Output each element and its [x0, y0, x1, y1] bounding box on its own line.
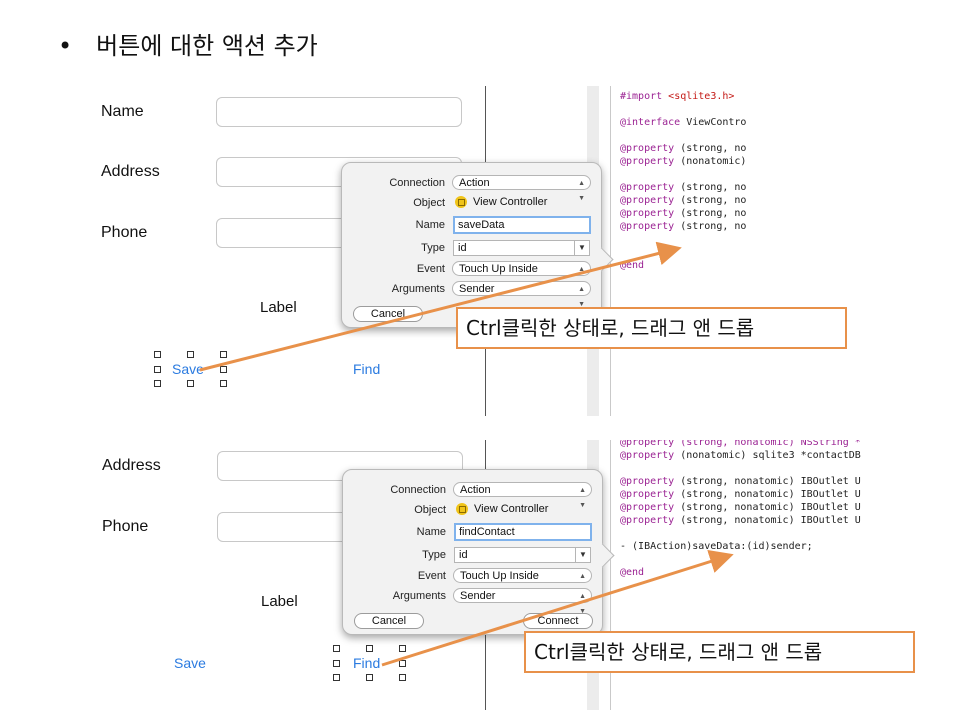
dropdown-arrow-icon: ▼: [574, 241, 589, 255]
drag-arrow-1: [199, 241, 682, 372]
address-label: Address: [102, 457, 161, 474]
event-label: Event: [417, 570, 446, 582]
object-value: View Controller: [456, 503, 548, 516]
save-button[interactable]: Save: [174, 655, 206, 671]
arguments-label: Arguments: [391, 283, 445, 295]
selection-handle[interactable]: [366, 674, 373, 681]
selection-handle[interactable]: [333, 674, 340, 681]
connection-label: Connection: [389, 177, 445, 189]
find-button[interactable]: Find: [353, 655, 381, 671]
popup-arrows-icon: ▲▼: [578, 286, 585, 308]
type-combo[interactable]: id▼: [453, 240, 590, 256]
object-value: View Controller: [455, 196, 547, 209]
phone-label: Phone: [101, 224, 148, 241]
title-text: 버튼에 대한 액션 추가: [96, 32, 318, 60]
popup-arrows-icon: ▲▼: [579, 593, 586, 615]
code-editor-2: @property (strong, nonatomic) NSString *…: [620, 440, 861, 578]
instruction-callout-1: Ctrl클릭한 상태로, 드래그 앤 드롭: [456, 307, 847, 349]
popup-arrows-icon: ▲▼: [578, 180, 585, 202]
selection-handle[interactable]: [187, 351, 194, 358]
arguments-label: Arguments: [392, 590, 446, 602]
object-label: Object: [413, 197, 445, 209]
code-editor-1: #import <sqlite3.h> @interface ViewContr…: [620, 91, 747, 271]
type-combo[interactable]: id▼: [454, 547, 591, 563]
connection-select[interactable]: Action▲▼: [453, 482, 592, 509]
selection-handle[interactable]: [154, 351, 161, 358]
event-select[interactable]: Touch Up Inside▲▼: [453, 568, 592, 595]
selection-handle[interactable]: [220, 366, 227, 373]
arguments-select[interactable]: Sender▲▼: [453, 588, 592, 615]
address-label: Address: [101, 163, 160, 180]
event-select[interactable]: Touch Up Inside▲▼: [452, 261, 591, 288]
label-text: Label: [260, 299, 297, 316]
connection-popover-2: Connection Action▲▼ Object View Controll…: [342, 469, 615, 635]
label-text: Label: [261, 593, 298, 610]
selection-handle[interactable]: [187, 380, 194, 387]
name-label: Name: [101, 103, 144, 120]
selection-handle[interactable]: [220, 380, 227, 387]
cancel-button[interactable]: Cancel: [354, 613, 424, 629]
view-controller-icon: [455, 196, 467, 209]
name-input[interactable]: findContact: [454, 523, 592, 541]
selection-handle[interactable]: [333, 660, 340, 667]
selection-handle[interactable]: [154, 366, 161, 373]
save-button[interactable]: Save: [172, 361, 204, 377]
event-label: Event: [416, 263, 445, 275]
selection-handle[interactable]: [399, 674, 406, 681]
bullet-icon: •: [58, 32, 73, 60]
popup-arrows-icon: ▲▼: [579, 487, 586, 509]
selection-handle[interactable]: [333, 645, 340, 652]
selection-handle[interactable]: [399, 660, 406, 667]
connection-select[interactable]: Action▲▼: [452, 175, 591, 202]
drag-arrow-2: [381, 549, 734, 667]
gutter-line: [610, 86, 611, 416]
selection-handle[interactable]: [154, 380, 161, 387]
find-button[interactable]: Find: [353, 361, 381, 377]
type-label: Type: [421, 242, 445, 254]
selection-handle[interactable]: [366, 645, 373, 652]
connection-label: Connection: [390, 484, 446, 496]
slide-title: • 버튼에 대한 액션 추가: [58, 26, 318, 61]
dropdown-arrow-icon: ▼: [575, 548, 590, 562]
name-input[interactable]: saveData: [453, 216, 591, 234]
name-label: Name: [416, 526, 446, 538]
view-controller-icon: [456, 503, 468, 516]
phone-label: Phone: [102, 518, 149, 535]
name-label: Name: [415, 219, 445, 231]
object-label: Object: [414, 504, 446, 516]
gutter-line: [610, 440, 611, 710]
instruction-callout-2: Ctrl클릭한 상태로, 드래그 앤 드롭: [524, 631, 915, 673]
selection-handle[interactable]: [399, 645, 406, 652]
name-field[interactable]: [216, 97, 462, 127]
selection-handle[interactable]: [220, 351, 227, 358]
type-label: Type: [422, 549, 446, 561]
